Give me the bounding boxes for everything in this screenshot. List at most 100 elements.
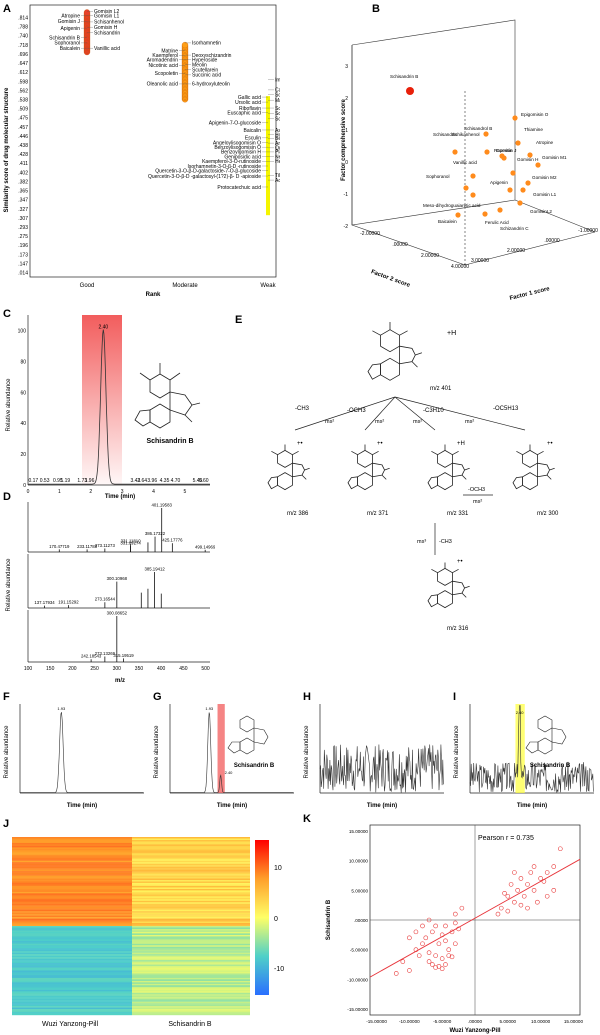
x-tick-k: -5.00000 [433,1019,452,1024]
ms-peak-label: 386.17322 [145,531,166,536]
heatmap-cell [12,963,132,965]
heatmap-cell [12,896,132,899]
correlation-point [416,953,422,958]
ms-peak-label: 170.47719 [49,544,70,549]
heatmap-cell [12,989,132,992]
column-label-schisandrin-b: Schisandrin B [168,1021,212,1028]
ms2-label-1: ms² [325,419,334,425]
correlation-point [439,956,445,961]
fragment-charge-300: +• [547,441,553,447]
heatmap-cell [12,951,132,953]
heatmap-cell [12,973,132,976]
heatmap-cell [132,924,250,927]
heatmap-cell [132,896,250,899]
factor-point-label: Meso-dihydroguaiaretic acid [423,203,481,208]
compound-label: Deoxyschizandrin [192,53,232,59]
correlation-point [449,954,455,960]
compound-label: Acteoside [275,178,280,184]
heatmap-cell [12,974,132,977]
correlation-point [449,929,455,935]
heatmap-cell [132,945,250,947]
heatmap-cell [132,890,250,893]
heatmap-cell [12,923,132,925]
correlation-point [436,941,442,947]
heatmap-cell [12,878,132,881]
heatmap-cell [132,899,250,901]
z-tick-b: 0 [345,160,348,166]
peak-label: 1.93 [205,706,214,711]
heatmap-cell [12,957,132,959]
y-tick-c: 60 [20,390,26,396]
colorbar-tick-neg10: -10 [274,966,284,973]
baseline-label: 1.19 [60,478,70,484]
fragmentation-arrows [294,396,526,555]
heatmap-cell [132,911,250,913]
heatmap-cell [12,871,132,873]
heatmap-cell [12,1012,132,1014]
factor-point [515,140,521,146]
heatmap-cell [132,942,250,944]
panel-label-g: G [153,691,162,703]
heatmap-cell [12,854,132,857]
compound-label: Sophoranol [54,41,80,47]
compound-label: Imperatorin [275,77,280,83]
z-tick-b: -2 [344,224,349,230]
fragment-charge-371: +• [377,441,383,447]
correlation-point [528,870,534,875]
heatmap-cell [12,1000,132,1002]
heatmap-cell [12,850,132,853]
heatmap-cell [132,917,250,919]
compound-label: Gallic acid [238,95,261,101]
factor-point-label: GomisinL2 [530,209,552,214]
y-tick-b: 4.00000 [451,264,469,270]
heatmap-cell [132,857,250,860]
schisandrin-b-structure-g [227,715,269,755]
heatmap-cell [132,871,250,873]
heatmap-cell [12,998,132,1001]
ms-peak-label: 242.18543 [81,654,102,659]
heatmap-cell [132,930,250,933]
peak-label: 1.93 [57,706,66,711]
correlation-point [521,893,527,899]
correlation-point [426,959,432,964]
factor-point [463,185,469,191]
ms2-label-5: ms² [473,499,482,505]
heatmap-cell [132,847,250,850]
heatmap-cell [12,911,132,913]
lignan-structure [427,562,470,609]
correlation-point [443,923,448,929]
factor-point-label: Schisandrin B [390,74,418,79]
y-tick-a: .147 [18,261,28,267]
heatmap-cell [132,1007,250,1010]
correlation-point [443,938,448,944]
x-tick-k: -15.00000 [366,1019,387,1024]
x-tick-k: 5.00000 [500,1019,517,1024]
heatmap-cell [132,992,250,995]
ms-peak-label: 300.10968 [107,576,128,581]
correlation-point [515,888,520,893]
compound-label: Meolin [192,62,207,68]
heatmap-cell [12,924,132,927]
heatmap-cell [132,853,250,855]
x-axis-label-i: Time (min) [517,803,547,809]
heatmap-cell [132,982,250,985]
x-tick-b: -1.00000 [578,228,598,234]
peak-label-c: 2.40 [98,324,108,330]
heatmap-cell [132,844,250,847]
y-tick-k: 10.00000 [349,859,369,864]
heatmap-cell [132,877,250,879]
heatmap-cell [132,988,250,990]
y-tick-a: .438 [18,143,28,149]
y-axis-label-b: Factor 2 score [370,269,411,289]
heatmap-cell [132,851,250,854]
panel-f-chart: F 1.93 Relative abundance Time (min) [3,691,144,809]
correlation-point [433,965,438,970]
factor-point-label: Atropine [536,140,554,145]
y-tick-k: -10.00000 [347,977,368,982]
heatmap-cell [132,884,250,887]
heatmap-cell [12,969,132,971]
